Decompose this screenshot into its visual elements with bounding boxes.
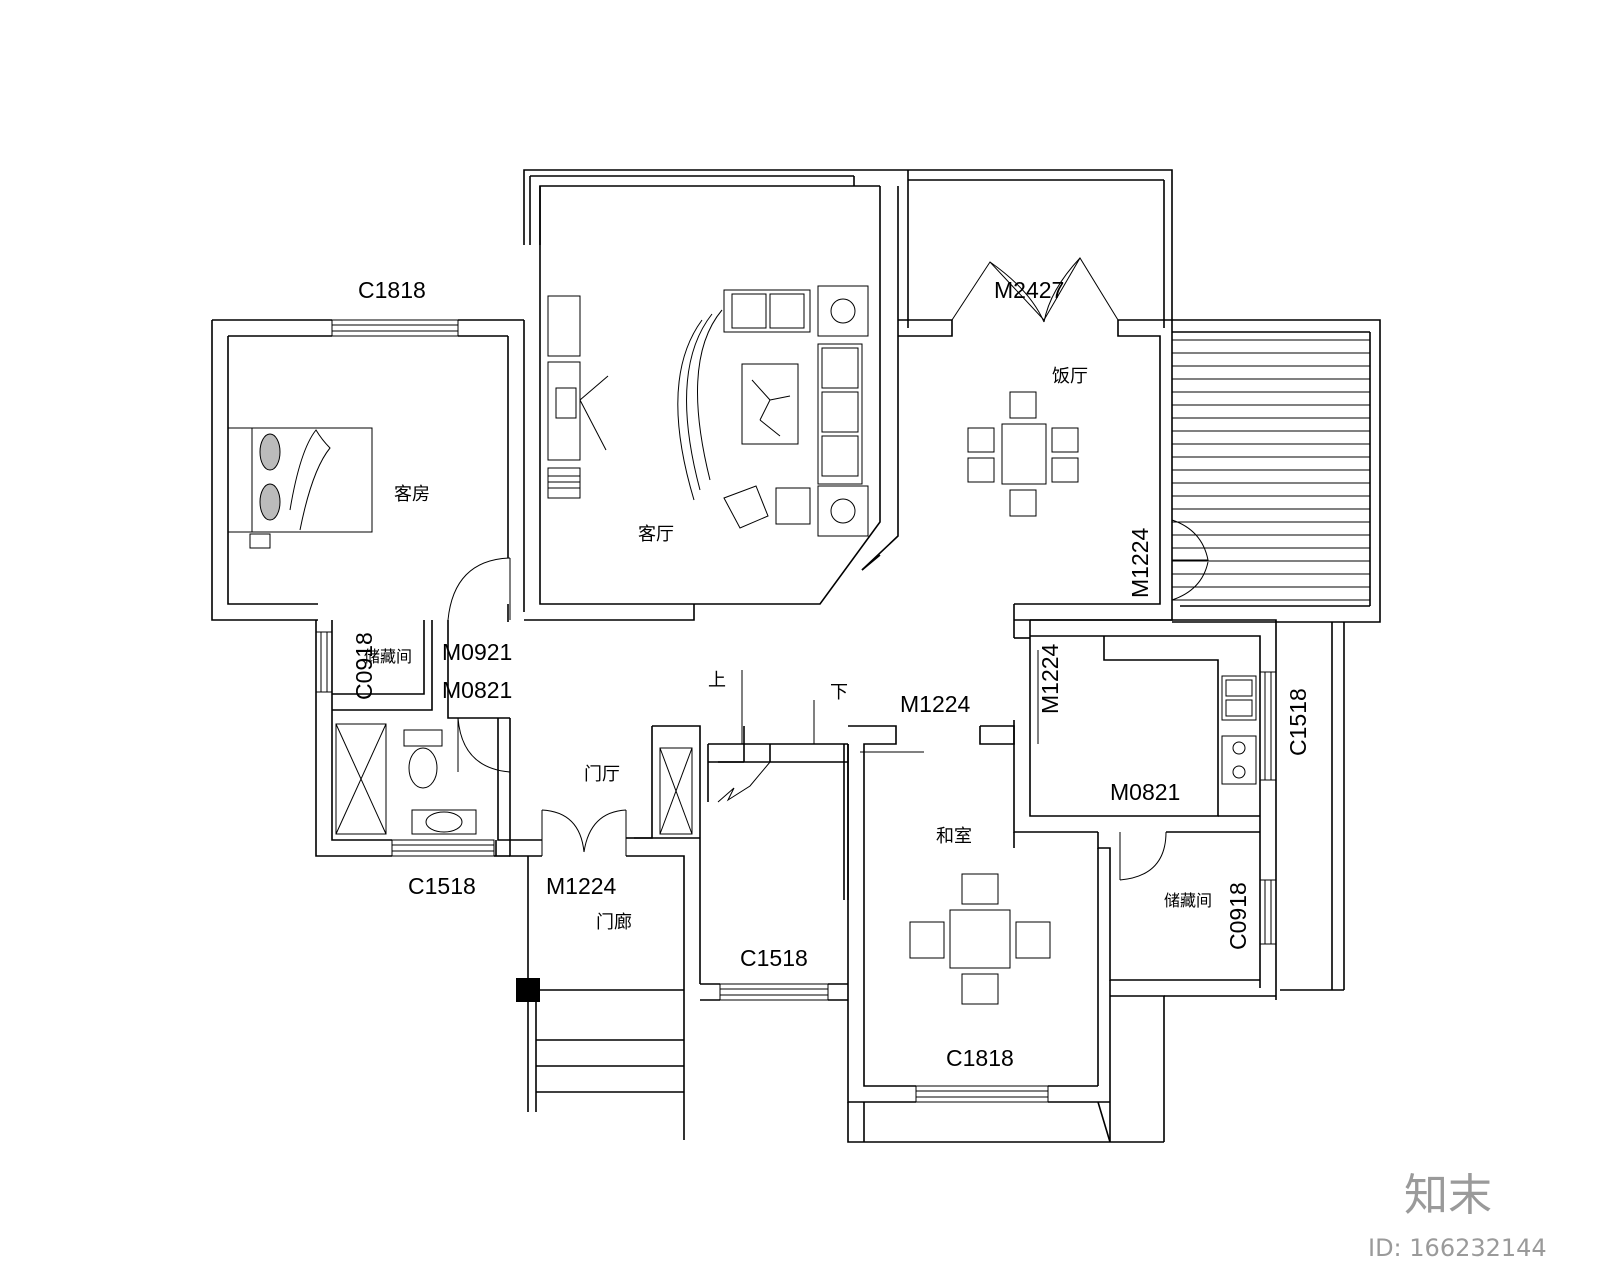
japanese-dining-set <box>909 873 1051 1005</box>
room-labels: 客房 客厅 饭厅 储藏间 门厅 门廊 和室 储藏间 上 下 <box>364 366 1212 933</box>
label-m1224-dining: M1224 <box>1127 527 1153 598</box>
label-m2427: M2427 <box>994 277 1064 303</box>
watermark-logo: 知末 <box>1404 1170 1492 1221</box>
label-storage-left: 储藏间 <box>364 647 412 666</box>
label-stair-up: 上 <box>708 670 726 691</box>
label-porch: 门廊 <box>596 912 632 933</box>
label-storage-right: 储藏间 <box>1164 891 1212 910</box>
label-c1818-bottom: C1818 <box>946 1045 1014 1071</box>
window-c0918-left <box>315 631 333 693</box>
label-japanese-room: 和室 <box>936 826 972 847</box>
balcony-deck <box>1172 339 1370 601</box>
dining-set <box>967 391 1079 517</box>
column-marker <box>516 978 540 1002</box>
label-c1518-stair: C1518 <box>740 945 808 971</box>
window-c1518-kitchen <box>1259 671 1277 781</box>
label-m1224-kitchen: M1224 <box>1037 643 1063 714</box>
bathroom-fixtures <box>335 723 477 835</box>
windows <box>315 319 1277 1103</box>
label-m1224-entry: M1224 <box>546 873 617 899</box>
pillow-top <box>259 433 281 471</box>
doors <box>447 257 1209 881</box>
tv-cabinet <box>547 295 609 499</box>
label-c1518-kitchen: C1518 <box>1285 688 1311 756</box>
window-c1518-stair <box>719 983 829 1001</box>
pillow-bottom <box>259 483 281 521</box>
label-stair-down: 下 <box>830 682 848 703</box>
label-living-room: 客厅 <box>638 524 674 545</box>
opening-labels: C1818 M2427 M1224 M0921 M0821 C0918 M122… <box>351 277 1311 1071</box>
label-m0921: M0921 <box>442 639 512 665</box>
kitchen-fixtures <box>1221 675 1257 785</box>
exterior-walls <box>211 169 1381 1143</box>
window-c0918-right <box>1259 879 1277 945</box>
label-c0918-right: C0918 <box>1225 882 1251 950</box>
foyer-cabinet <box>659 747 693 835</box>
sofa-set <box>677 285 869 537</box>
label-m0821-bath: M0821 <box>442 677 512 703</box>
label-dining-room: 饭厅 <box>1052 366 1088 387</box>
window-c1818-top <box>331 319 459 337</box>
label-c0918-left: C0918 <box>351 632 377 700</box>
label-c1818-top: C1818 <box>358 277 426 303</box>
label-foyer: 门厅 <box>584 764 620 785</box>
window-c1518-bath <box>391 839 495 857</box>
label-m1224-center: M1224 <box>900 691 971 717</box>
label-c1518-bath: C1518 <box>408 873 476 899</box>
label-m0821-kitchen: M0821 <box>1110 779 1180 805</box>
bed <box>227 427 373 549</box>
label-guest-room: 客房 <box>394 484 430 505</box>
watermark-id: ID: 166232144 <box>1368 1234 1547 1262</box>
window-c1818-bottom <box>915 1085 1049 1103</box>
